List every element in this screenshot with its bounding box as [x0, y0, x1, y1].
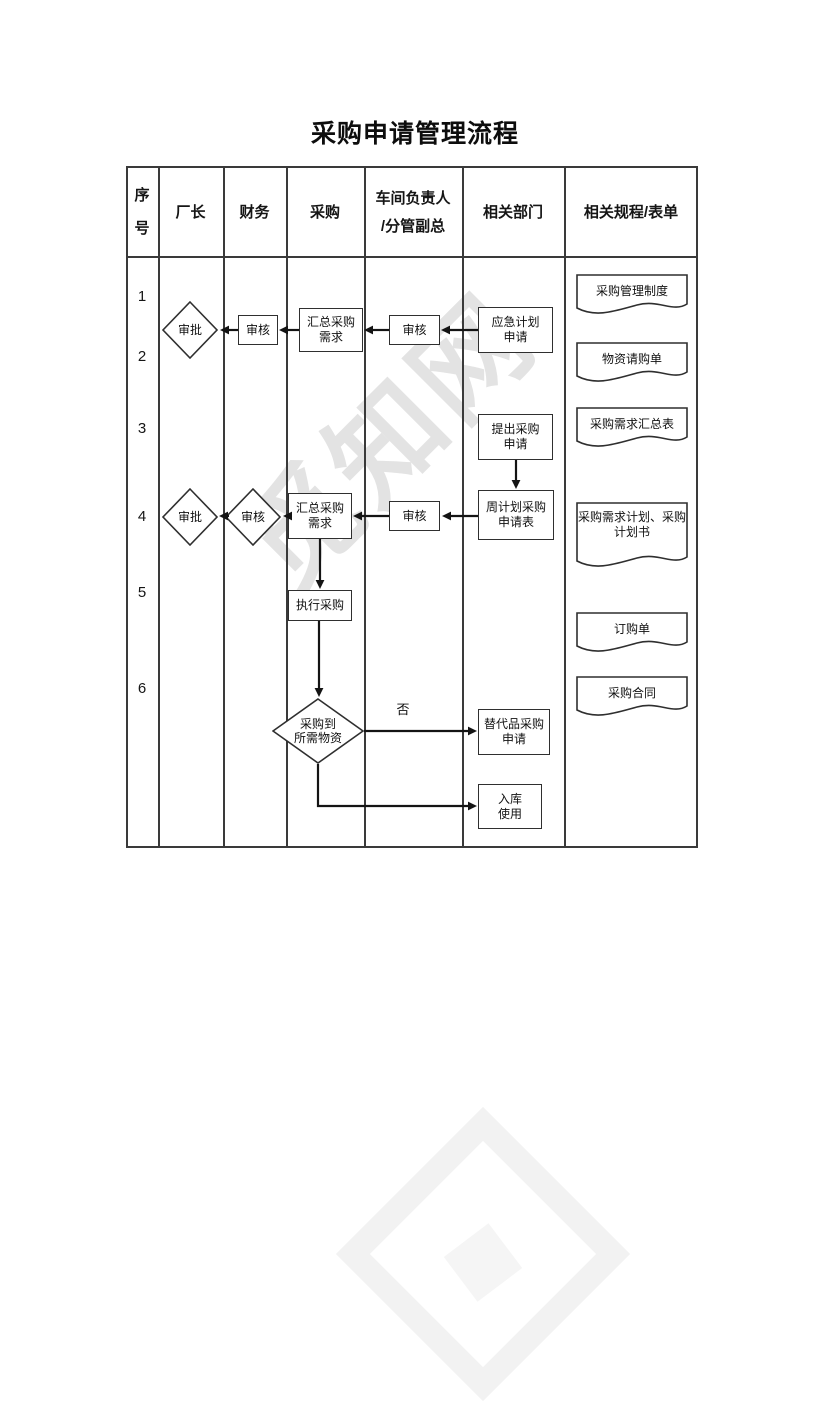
diamond-shape: [162, 488, 218, 546]
node-review-finance-2: 审核: [225, 488, 281, 546]
doc-procurement-policy-label: 采购管理制度: [595, 283, 668, 298]
node-review-workshop-2-label: 审核: [402, 508, 427, 523]
doc-demand-plan-line1: 采购需求计划、采购: [577, 510, 686, 524]
node-summarize-1-line1: 汇总采购: [306, 315, 355, 329]
node-emergency-plan: 应急计划 申请: [478, 307, 553, 353]
document-shape: [576, 407, 688, 447]
diamond-shape: [272, 698, 364, 764]
doc-order-form: 订购单: [576, 612, 688, 658]
node-summarize-1-line2: 需求: [318, 330, 343, 344]
header-finance-label: 财务: [239, 203, 270, 221]
header-related-forms-label: 相关规程/表单: [583, 203, 679, 221]
doc-procurement-contract: 采购合同: [576, 676, 688, 722]
document-shape: [576, 676, 688, 716]
node-approve-2-label: 审批: [177, 510, 202, 524]
node-review-workshop-1-label: 审核: [402, 322, 427, 337]
node-approve-2: 审批: [162, 488, 218, 546]
node-decision-goods-line1: 采购到: [299, 717, 336, 731]
document-shape: [576, 342, 688, 382]
header-factory-director: 厂长: [158, 170, 223, 254]
document-shape: [576, 502, 688, 567]
header-seq-line2: 号: [134, 220, 150, 237]
table-frame: [126, 166, 698, 848]
node-approve-1-label: 审批: [177, 323, 202, 337]
node-decision-goods: 采购到 所需物资: [272, 698, 364, 764]
node-warehouse-use-line1: 入库: [497, 791, 522, 806]
node-review-finance-2-label: 审核: [240, 510, 265, 524]
row-number-4: 4: [137, 507, 147, 525]
document-page: 觅知网 采购申请管理流程 序 号 厂长 财务 采购 车间负责人 /分管副总 相关…: [126, 120, 698, 1401]
node-weekly-plan-line1: 周计划采购: [485, 500, 546, 514]
header-workshop: 车间负责人 /分管副总: [364, 170, 462, 254]
node-summarize-1: 汇总采购 需求: [299, 308, 363, 352]
column-divider: [462, 166, 464, 848]
branch-no-label: 否: [396, 701, 410, 717]
watermark-bottom-diamond: [335, 1106, 631, 1401]
node-emergency-plan-line2: 申请: [503, 330, 528, 344]
diamond-shape: [225, 488, 281, 546]
node-decision-goods-line2: 所需物资: [293, 731, 342, 745]
row-number-3: 3: [137, 419, 147, 437]
doc-demand-summary-table: 采购需求汇总表: [576, 407, 688, 453]
page-title: 采购申请管理流程: [310, 120, 519, 148]
node-warehouse-use-line2: 使用: [497, 806, 522, 821]
header-seq: 序 号: [126, 170, 158, 254]
doc-demand-summary-table-label: 采购需求汇总表: [589, 416, 674, 431]
header-procurement-label: 采购: [309, 203, 340, 221]
doc-demand-plan-line2: 计划书: [613, 525, 650, 539]
node-review-workshop-2: 审核: [389, 501, 440, 531]
header-related-dept-label: 相关部门: [482, 203, 543, 221]
header-finance: 财务: [223, 170, 286, 254]
node-warehouse-use: 入库 使用: [478, 784, 542, 829]
column-divider: [158, 166, 160, 848]
doc-order-form-label: 订购单: [613, 621, 650, 636]
node-summarize-2-line1: 汇总采购: [295, 501, 344, 515]
column-divider: [364, 166, 366, 848]
node-weekly-plan-line2: 申请表: [497, 515, 534, 529]
column-divider: [223, 166, 225, 848]
node-review-finance-1-label: 审核: [245, 322, 270, 337]
node-substitute-request-line1: 替代品采购: [483, 717, 544, 731]
diamond-shape: [162, 301, 218, 359]
node-substitute-request-line2: 申请: [501, 732, 526, 746]
column-divider: [564, 166, 566, 848]
row-number-1: 1: [137, 287, 147, 305]
node-summarize-2-line2: 需求: [307, 516, 332, 530]
node-propose-request-line2: 申请: [503, 437, 528, 451]
node-substitute-request: 替代品采购 申请: [478, 709, 550, 755]
column-divider: [286, 166, 288, 848]
node-propose-request: 提出采购 申请: [478, 414, 553, 460]
header-procurement: 采购: [286, 170, 364, 254]
row-number-5: 5: [137, 583, 147, 601]
doc-procurement-contract-label: 采购合同: [607, 685, 656, 700]
header-factory-director-label: 厂长: [175, 203, 206, 221]
document-shape: [576, 274, 688, 314]
doc-material-request-form: 物资请购单: [576, 342, 688, 388]
watermark-bottom-inner: [443, 1223, 523, 1302]
row-number-6: 6: [137, 679, 147, 697]
doc-demand-plan: 采购需求计划、采购 计划书: [576, 502, 688, 574]
row-number-2: 2: [137, 347, 147, 365]
node-review-workshop-1: 审核: [389, 315, 440, 345]
node-emergency-plan-line1: 应急计划: [491, 315, 540, 329]
node-summarize-2: 汇总采购 需求: [288, 493, 352, 539]
doc-material-request-form-label: 物资请购单: [601, 351, 662, 366]
document-shape: [576, 612, 688, 652]
node-execute-procurement-label: 执行采购: [295, 598, 344, 612]
header-seq-line1: 序: [134, 187, 150, 204]
node-propose-request-line1: 提出采购: [491, 422, 540, 436]
header-related-forms: 相关规程/表单: [564, 170, 698, 254]
node-review-finance-1: 审核: [238, 315, 278, 345]
header-related-dept: 相关部门: [462, 170, 564, 254]
header-divider: [126, 256, 698, 258]
node-approve-1: 审批: [162, 301, 218, 359]
node-execute-procurement: 执行采购: [288, 590, 352, 621]
node-weekly-plan: 周计划采购 申请表: [478, 490, 554, 540]
doc-procurement-policy: 采购管理制度: [576, 274, 688, 320]
header-workshop-line1: 车间负责人: [375, 189, 451, 207]
header-workshop-line2: /分管副总: [380, 217, 446, 235]
